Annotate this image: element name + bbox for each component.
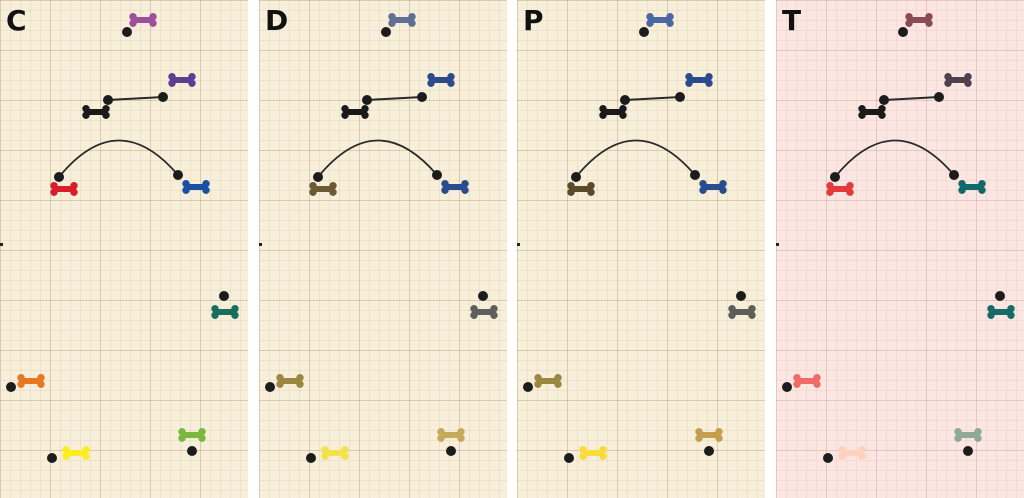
lower-right-bone (954, 428, 982, 442)
left-arc-bone (309, 182, 337, 196)
lower-left-bone (17, 374, 45, 388)
anchor-dot (639, 27, 649, 37)
panel-c: C (0, 0, 248, 498)
black-bone (341, 105, 369, 119)
bottom-yellow-bone (321, 446, 349, 460)
anchor-dot (173, 170, 183, 180)
anchor-dot (949, 170, 959, 180)
rope-line (883, 96, 940, 101)
anchor-dot (571, 172, 581, 182)
right-arc-bone (699, 180, 727, 194)
left-arc-bone (50, 182, 78, 196)
rope-arc (575, 139, 696, 178)
mid-right-bone (987, 305, 1015, 319)
lower-right-bone (437, 428, 465, 442)
anchor-dot (187, 446, 197, 456)
rope-arc (58, 139, 179, 178)
mid-right-bone (211, 305, 239, 319)
anchor-dot (879, 95, 889, 105)
mid-right-bone (470, 305, 498, 319)
left-arc-bone (567, 182, 595, 196)
anchor-dot (122, 27, 132, 37)
top-bone (905, 13, 933, 27)
mid-right-bone (728, 305, 756, 319)
anchor-dot (564, 453, 574, 463)
game-scene (523, 13, 756, 463)
edge-marker (259, 243, 262, 246)
black-bone (599, 105, 627, 119)
rope-line (107, 96, 164, 101)
game-scene (782, 13, 1015, 463)
top-bone (646, 13, 674, 27)
anchor-dot (736, 291, 746, 301)
bottom-yellow-bone (838, 446, 866, 460)
panel-p: P (517, 0, 765, 498)
bottom-yellow-bone (579, 446, 607, 460)
lower-right-bone (695, 428, 723, 442)
panel-t: T (776, 0, 1024, 498)
anchor-dot (313, 172, 323, 182)
game-scene (6, 13, 239, 463)
anchor-dot (158, 92, 168, 102)
anchor-dot (823, 453, 833, 463)
anchor-dot (103, 95, 113, 105)
anchor-dot (963, 446, 973, 456)
edge-marker (517, 243, 520, 246)
lower-left-bone (793, 374, 821, 388)
black-bone (82, 105, 110, 119)
upper-right-bone (427, 73, 455, 87)
anchor-dot (417, 92, 427, 102)
anchor-dot (523, 382, 533, 392)
anchor-dot (898, 27, 908, 37)
upper-right-bone (944, 73, 972, 87)
lower-left-bone (276, 374, 304, 388)
edge-marker (0, 243, 3, 246)
edge-marker (776, 243, 779, 246)
upper-right-bone (685, 73, 713, 87)
top-bone (129, 13, 157, 27)
right-arc-bone (958, 180, 986, 194)
anchor-dot (620, 95, 630, 105)
lower-left-bone (534, 374, 562, 388)
upper-right-bone (168, 73, 196, 87)
left-arc-bone (826, 182, 854, 196)
panel-label: T (782, 4, 802, 37)
rope-line (624, 96, 681, 101)
anchor-dot (446, 446, 456, 456)
anchor-dot (362, 95, 372, 105)
anchor-dot (675, 92, 685, 102)
panel-d: D (259, 0, 507, 498)
anchor-dot (306, 453, 316, 463)
panel-label: D (265, 4, 289, 37)
anchor-dot (432, 170, 442, 180)
right-arc-bone (182, 180, 210, 194)
game-scene (265, 13, 498, 463)
anchor-dot (830, 172, 840, 182)
anchor-dot (690, 170, 700, 180)
anchor-dot (265, 382, 275, 392)
bottom-yellow-bone (62, 446, 90, 460)
anchor-dot (47, 453, 57, 463)
rope-arc (317, 139, 438, 178)
anchor-dot (934, 92, 944, 102)
anchor-dot (219, 291, 229, 301)
lower-right-bone (178, 428, 206, 442)
right-arc-bone (441, 180, 469, 194)
anchor-dot (381, 27, 391, 37)
anchor-dot (478, 291, 488, 301)
rope-line (366, 96, 423, 101)
anchor-dot (704, 446, 714, 456)
panel-label: P (523, 4, 544, 37)
anchor-dot (54, 172, 64, 182)
top-bone (388, 13, 416, 27)
anchor-dot (782, 382, 792, 392)
panel-label: C (6, 4, 27, 37)
rope-arc (834, 139, 955, 178)
anchor-dot (995, 291, 1005, 301)
black-bone (858, 105, 886, 119)
anchor-dot (6, 382, 16, 392)
